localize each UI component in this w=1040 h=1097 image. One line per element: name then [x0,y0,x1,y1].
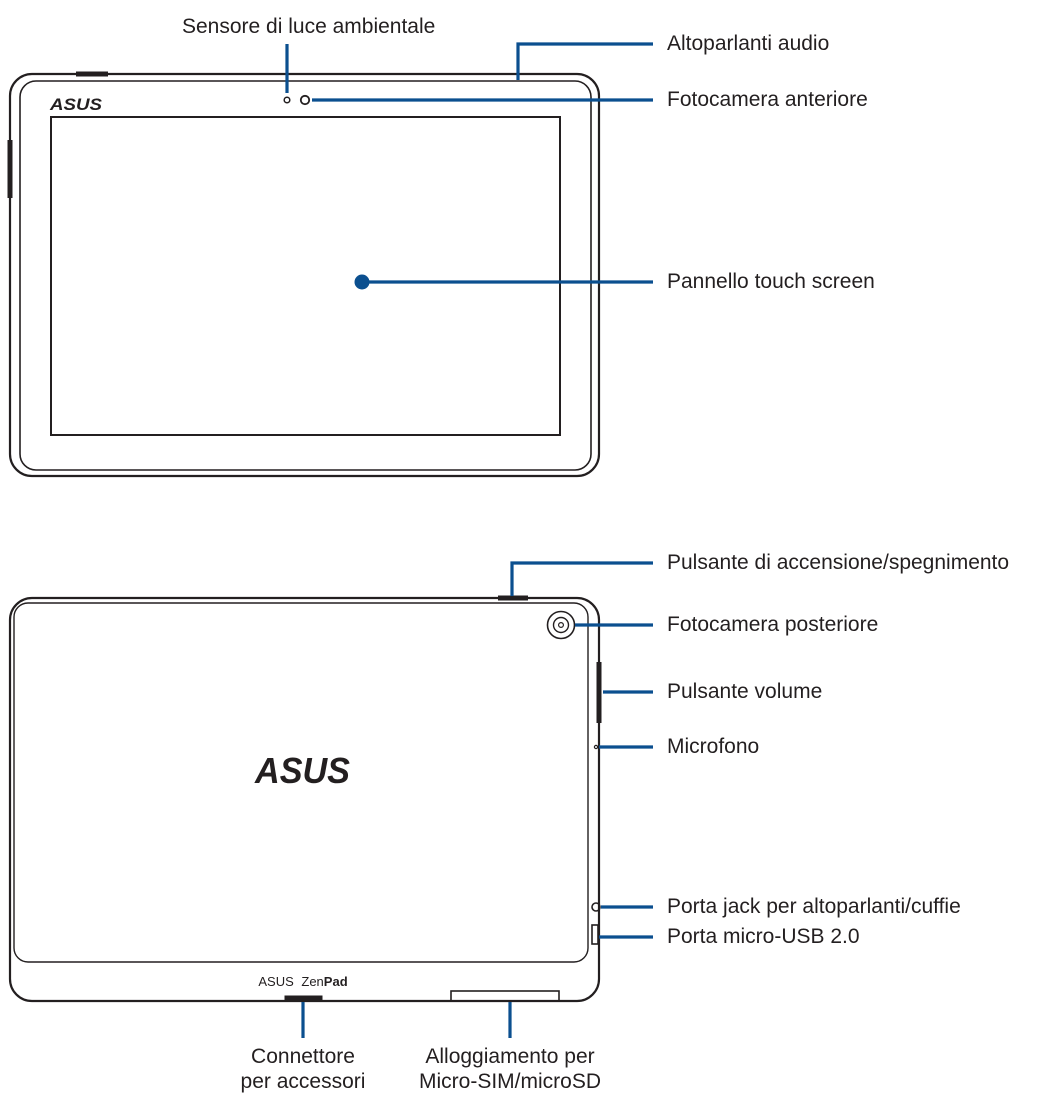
rear-microphone-hole-icon [593,744,599,750]
callout-line-power-button [510,561,653,596]
rear-card-slot [450,990,560,1002]
rear-headphone-jack-icon [591,902,601,912]
front-camera-lens-icon [299,94,311,106]
label-card-slot-line2: Micro-SIM/microSD [419,1070,601,1093]
rear-model-name-bold: Pad [324,974,348,989]
touch-panel-marker-icon [354,274,370,290]
front-callout-lines [285,42,653,284]
callout-line-speakers [516,42,653,80]
label-volume-button: Pulsante volume [667,680,823,703]
front-asus-logo-icon: ASUS [49,95,103,114]
rear-micro-usb-port-icon [591,924,599,945]
label-accessory-connector: Connettore per accessori [228,1044,378,1094]
rear-asus-logo-icon: ASUS [254,750,350,791]
label-micro-usb: Porta micro-USB 2.0 [667,925,860,948]
label-touch-panel: Pannello touch screen [667,270,875,293]
front-view [7,71,601,478]
label-front-camera: Fotocamera anteriore [667,88,868,111]
label-card-slot: Alloggiamento per Micro-SIM/microSD [410,1044,610,1094]
label-power-button: Pulsante di accensione/spegnimento [667,551,1010,574]
label-card-slot-line1: Alloggiamento per [425,1045,595,1068]
label-headphone-jack: Porta jack per altoparlanti/cuffie [667,895,961,918]
rear-model-label: ASUS ZenPad [258,974,347,989]
rear-model-brand: ASUS [258,974,294,989]
front-screen [50,116,561,436]
label-ambient-light-sensor: Sensore di luce ambientale [182,15,436,38]
label-accessory-connector-line1: Connettore [251,1045,355,1068]
rear-accessory-connector [284,995,323,1002]
rear-body-outline [8,596,601,1003]
label-speakers: Altoparlanti audio [667,32,830,55]
front-body-outline [8,72,601,478]
rear-view [8,595,602,1003]
front-bezel-outline [19,80,592,471]
rear-inner-panel [13,602,589,963]
rear-callout-lines [301,561,653,1038]
ambient-light-sensor-icon [283,96,291,104]
label-accessory-connector-line2: per accessori [240,1070,366,1093]
label-rear-camera: Fotocamera posteriore [667,613,879,636]
rear-model-name-regular: Zen [301,974,323,989]
rear-camera-middle-ring-icon [552,616,570,634]
label-microphone: Microfono [667,735,760,758]
rear-camera-lens-icon [557,621,564,628]
rear-camera-outer-ring-icon [546,610,576,640]
